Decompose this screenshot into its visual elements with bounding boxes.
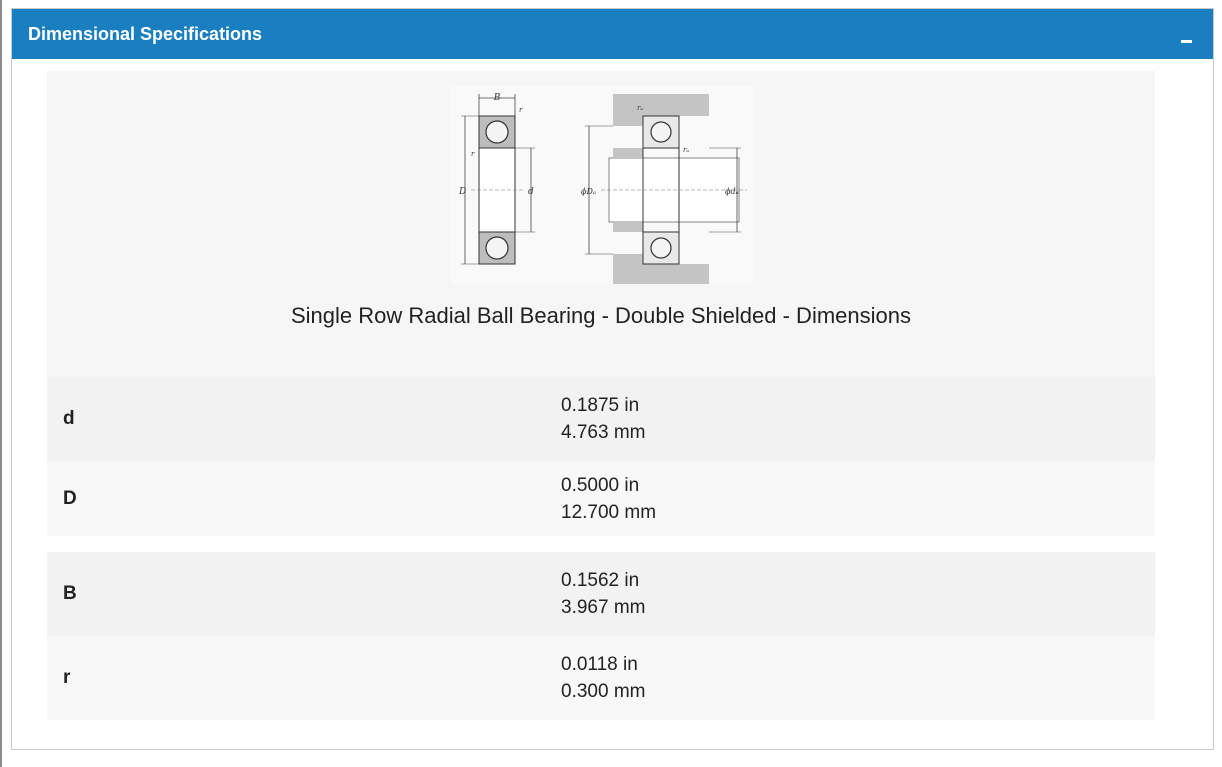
spec-value-mm: 12.700 mm [561, 501, 657, 523]
dim-label-ra-top: rₐ [637, 104, 643, 112]
spec-value-mm: 3.967 mm [561, 597, 646, 618]
spec-value-inch: 0.1562 in [561, 570, 640, 591]
spec-label: B [63, 583, 77, 604]
bearing-diagram-image: B r D r [451, 86, 753, 286]
spec-value-inch: 0.1875 in [561, 395, 640, 416]
page-edge [0, 0, 2, 767]
spec-value: 0.0118 in 0.300 mm [561, 651, 645, 705]
dim-label-Da: ϕDₐ [581, 187, 596, 196]
dim-label-r-top: r [519, 106, 523, 114]
minus-icon[interactable] [1175, 23, 1197, 45]
specifications-content: B r D r [47, 71, 1155, 720]
dim-label-r-side: r [471, 150, 475, 158]
spec-value-inch: 0.5000 in [561, 474, 640, 496]
spec-value-inch: 0.0118 in [561, 654, 638, 675]
bearing-cross-section: B r D r [458, 93, 535, 265]
row-separator [47, 536, 1155, 552]
spec-row-B: B 0.1562 in 3.967 mm [47, 552, 1155, 636]
panel-title: Dimensional Specifications [28, 23, 263, 44]
dim-label-B: B [493, 93, 501, 103]
dim-label-d: d [528, 187, 534, 197]
diagram-area: B r D r [47, 71, 1155, 377]
spec-value: 0.5000 in 12.700 mm [561, 472, 656, 526]
spec-label: d [63, 408, 75, 429]
dim-label-da: ϕdₐ [725, 187, 739, 196]
spec-label: D [63, 487, 77, 509]
bearing-diagram-svg: B r D r [458, 93, 747, 286]
spec-value: 0.1562 in 3.967 mm [561, 567, 645, 621]
dim-label-ra-side: rₐ [683, 146, 689, 154]
spec-row-d: d 0.1875 in 4.763 mm [47, 377, 1155, 461]
dim-label-D: D [458, 187, 466, 197]
spec-label: r [63, 667, 71, 688]
spec-value: 0.1875 in 4.763 mm [561, 392, 645, 446]
spec-row-r: r 0.0118 in 0.300 mm [47, 636, 1155, 720]
diagram-caption: Single Row Radial Ball Bearing - Double … [291, 303, 911, 328]
spec-value-mm: 4.763 mm [561, 422, 646, 443]
spec-value-mm: 0.300 mm [561, 681, 646, 702]
panel-header[interactable]: Dimensional Specifications [12, 9, 1213, 59]
bearing-mounting-diagram: rₐ rₐ ϕDₐ ϕdₐ [581, 94, 747, 286]
spec-row-D: D 0.5000 in 12.700 mm [47, 461, 1155, 536]
